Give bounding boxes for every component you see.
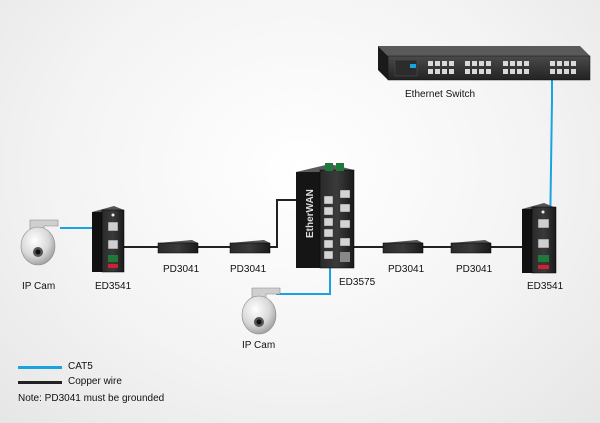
- copper-cables: [122, 199, 525, 248]
- copper-pd2-to-ed3575: [266, 199, 300, 248]
- switch-ports: [428, 61, 576, 74]
- pd3041-4-label: PD3041: [456, 264, 493, 275]
- pd3041-device-4: [450, 240, 492, 254]
- pd3041-device-3: [382, 240, 424, 254]
- ip-camera-left-icon: [20, 219, 59, 266]
- ed3575-device: [296, 163, 355, 269]
- ed3575-label: ED3575: [339, 277, 376, 288]
- pd3041-2-label: PD3041: [230, 264, 267, 275]
- ethernet-switch-label: Ethernet Switch: [405, 89, 476, 100]
- legend-cat5-swatch: [18, 366, 62, 369]
- legend-cat5-label: CAT5: [68, 361, 93, 372]
- cat5-ipcam-center: [276, 258, 331, 295]
- ed3541-left-label: ED3541: [95, 281, 132, 292]
- ip-camera-center-icon: [241, 287, 281, 335]
- pd3041-device-2: [229, 240, 271, 254]
- grounding-note: Note: PD3041 must be grounded: [18, 393, 165, 404]
- pd3041-device-1: [157, 240, 199, 254]
- ed3541-left-device: [92, 206, 125, 273]
- ip-cam-left-label: IP Cam: [22, 281, 56, 292]
- ed3541-right-label: ED3541: [527, 281, 564, 292]
- ethernet-switch: [378, 46, 591, 81]
- ip-cam-center-label: IP Cam: [242, 340, 276, 351]
- pd3041-3-label: PD3041: [388, 264, 425, 275]
- pd3041-1-label: PD3041: [163, 264, 200, 275]
- brand-logo-text: EtherWAN: [305, 189, 316, 238]
- legend-copper-swatch: [18, 381, 62, 384]
- legend-copper-label: Copper wire: [68, 376, 122, 387]
- ed3541-right-device: [522, 203, 557, 274]
